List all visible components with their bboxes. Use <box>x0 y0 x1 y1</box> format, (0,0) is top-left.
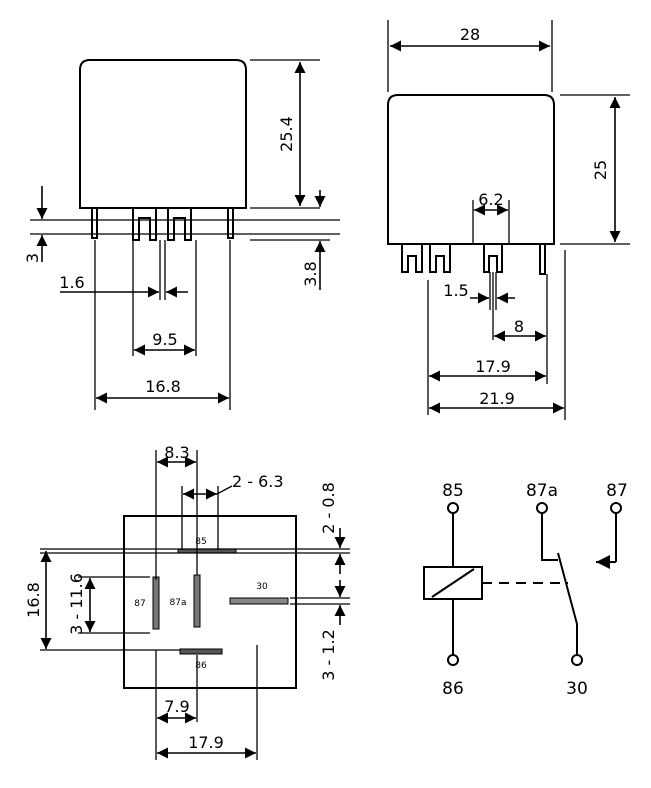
terminal-87 <box>610 502 622 514</box>
dim-front-tab: 6.2 <box>478 190 503 209</box>
dim-side-pin-width: 1.6 <box>59 273 84 292</box>
pin-label-87: 87 <box>134 599 145 609</box>
pin-label-87a: 87a <box>170 598 187 608</box>
dim-side-pin-spacing: 9.5 <box>152 330 177 349</box>
terminal-87a <box>536 502 548 514</box>
dim-side-pin-length: 3 <box>23 253 42 263</box>
side-view-pins <box>91 207 234 241</box>
dim-front-pin-offset: 8 <box>514 317 524 336</box>
slot-87a <box>193 574 201 628</box>
switch-blade <box>557 552 578 625</box>
dim-front-height: 25 <box>591 160 610 180</box>
dim-side-height: 25.4 <box>277 116 296 152</box>
dim-front-span-a: 17.9 <box>475 357 511 376</box>
slot-87 <box>152 576 160 630</box>
dim-bottom-top-left: 8.3 <box>164 443 189 462</box>
term-label-87a: 87a <box>526 481 558 501</box>
terminal-85 <box>447 502 459 514</box>
term-label-86: 86 <box>442 679 464 699</box>
pin-label-86: 86 <box>195 661 207 671</box>
dim-side-outer: 16.8 <box>145 377 181 396</box>
dim-front-pin: 1.5 <box>443 281 468 300</box>
front-view-body <box>387 94 555 245</box>
schematic: 85 87a 87 86 30 <box>423 481 628 699</box>
side-view: 25.4 3 3.8 1.6 9.5 16.8 <box>23 59 340 410</box>
side-view-body <box>79 59 247 209</box>
dim-bottom-tab-thickness: 2 - 0.8 <box>319 482 338 534</box>
dim-bottom-height: 16.8 <box>24 582 43 618</box>
dim-bottom-pin-len: 3 - 11.6 <box>67 573 86 635</box>
dim-bottom-pin-thick: 3 - 1.2 <box>319 629 338 681</box>
dim-side-stub: 3.8 <box>301 261 320 286</box>
front-view-pins <box>401 243 546 275</box>
dim-bottom-span: 17.9 <box>188 733 224 752</box>
dim-front-span-b: 21.9 <box>479 389 515 408</box>
terminal-30 <box>571 654 583 666</box>
slot-30 <box>229 597 289 605</box>
pin-label-85: 85 <box>195 537 206 547</box>
term-label-87: 87 <box>606 481 628 501</box>
dim-front-width: 28 <box>460 25 480 44</box>
dim-bottom-bottom-left: 7.9 <box>164 697 189 716</box>
terminal-86 <box>447 654 459 666</box>
front-view: 28 25 6.2 1.5 8 17.9 21.9 <box>387 20 630 420</box>
pin-label-30: 30 <box>256 582 268 592</box>
dim-bottom-tab-width: 2 - 6.3 <box>232 472 284 491</box>
bottom-view: 85 87 87a 30 86 8.3 2 - 6.3 2 - 0.8 16 <box>24 443 350 760</box>
slot-86 <box>179 648 223 655</box>
term-label-85: 85 <box>442 481 464 501</box>
term-label-30: 30 <box>566 679 588 699</box>
